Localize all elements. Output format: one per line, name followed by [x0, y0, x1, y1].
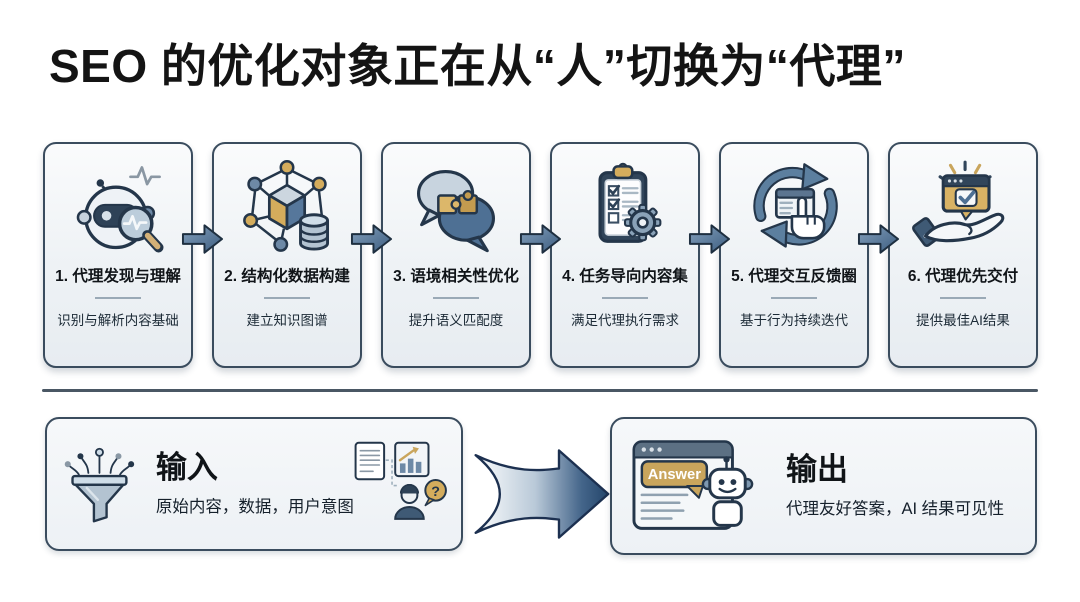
step-gap: [688, 142, 731, 368]
input-text-block: 输入 原始内容，数据，用户意图: [156, 451, 354, 516]
step-subtitle: 识别与解析内容基础: [57, 313, 179, 328]
step-divider: [602, 297, 648, 299]
input-description: 原始内容，数据，用户意图: [155, 497, 354, 516]
step-card-5: 5. 代理交互反馈圈 基于行为持续迭代: [719, 142, 869, 368]
step-card-2: 2. 结构化数据构建 建立知识图谱: [212, 142, 362, 368]
step-card-3: 3. 语境相关性优化 提升语义匹配度: [381, 142, 531, 368]
output-description: 代理友好答案，AI 结果可见性: [786, 499, 1005, 518]
step-divider: [433, 297, 479, 299]
step-divider: [940, 297, 986, 299]
section-divider: [42, 389, 1038, 392]
output-text-block: 输出 代理友好答案，AI 结果可见性: [786, 453, 1004, 518]
step-subtitle: 提升语义匹配度: [408, 313, 504, 328]
input-heading: 输入: [155, 450, 218, 486]
step-card-4: 4. 任务导向内容集 满足代理执行需求: [550, 142, 700, 368]
output-heading: 输出: [786, 452, 848, 488]
step-divider: [95, 297, 141, 299]
step-arrow-icon: [857, 224, 900, 254]
funnel-icon: [64, 447, 135, 523]
step-gap: [519, 142, 562, 368]
step-gap: [181, 142, 224, 368]
step-arrow-icon: [519, 224, 562, 254]
step-title: 1. 代理发现与理解: [55, 268, 181, 285]
feedback-loop-icon: [753, 163, 838, 248]
step-card-1: 1. 代理发现与理解 识别与解析内容基础: [43, 142, 193, 368]
step-subtitle: 基于行为持续迭代: [740, 313, 848, 328]
step-title: 6. 代理优先交付: [907, 268, 1019, 285]
answer-label: Answer: [648, 467, 702, 483]
step-card-6: 6. 代理优先交付 提供最佳AI结果: [888, 142, 1038, 368]
step-gap: [350, 142, 393, 368]
step-arrow-icon: [350, 224, 393, 254]
clipboard-gear-icon: [598, 162, 662, 243]
step-title: 4. 任务导向内容集: [562, 268, 688, 285]
step-arrow-icon: [688, 224, 731, 254]
step-gap: [857, 142, 900, 368]
step-divider: [264, 297, 310, 299]
step-title: 2. 结构化数据构建: [224, 268, 350, 285]
step-subtitle: 满足代理执行需求: [571, 313, 679, 328]
robot-magnifier-icon: [76, 166, 164, 253]
steps-row: 1. 代理发现与理解 识别与解析内容基础: [43, 142, 1038, 368]
documents-chart-user-icon: ?: [354, 441, 447, 520]
input-box: 输入 原始内容，数据，用户意图: [45, 417, 463, 551]
chat-puzzle-icon: [417, 170, 495, 253]
hand-delivery-icon: [912, 160, 1005, 247]
step-arrow-icon: [181, 224, 224, 254]
page-title: SEO 的优化对象正在从“人”切换为“代理”: [49, 40, 906, 92]
knowledge-graph-icon: [243, 159, 330, 252]
output-box: Answer 输出 代理友好答案，AI 结果可见性: [610, 417, 1037, 555]
step-title: 5. 代理交互反馈圈: [731, 268, 857, 285]
flow-arrow-icon: [474, 449, 610, 539]
step-subtitle: 提供最佳AI结果: [916, 313, 1010, 328]
question-mark-glyph: ?: [431, 484, 440, 500]
step-subtitle: 建立知识图谱: [246, 313, 328, 328]
io-row: 输入 原始内容，数据，用户意图: [45, 417, 1037, 557]
browser-answer-robot-icon: Answer: [632, 440, 754, 530]
step-divider: [771, 297, 817, 299]
step-title: 3. 语境相关性优化: [393, 268, 519, 285]
